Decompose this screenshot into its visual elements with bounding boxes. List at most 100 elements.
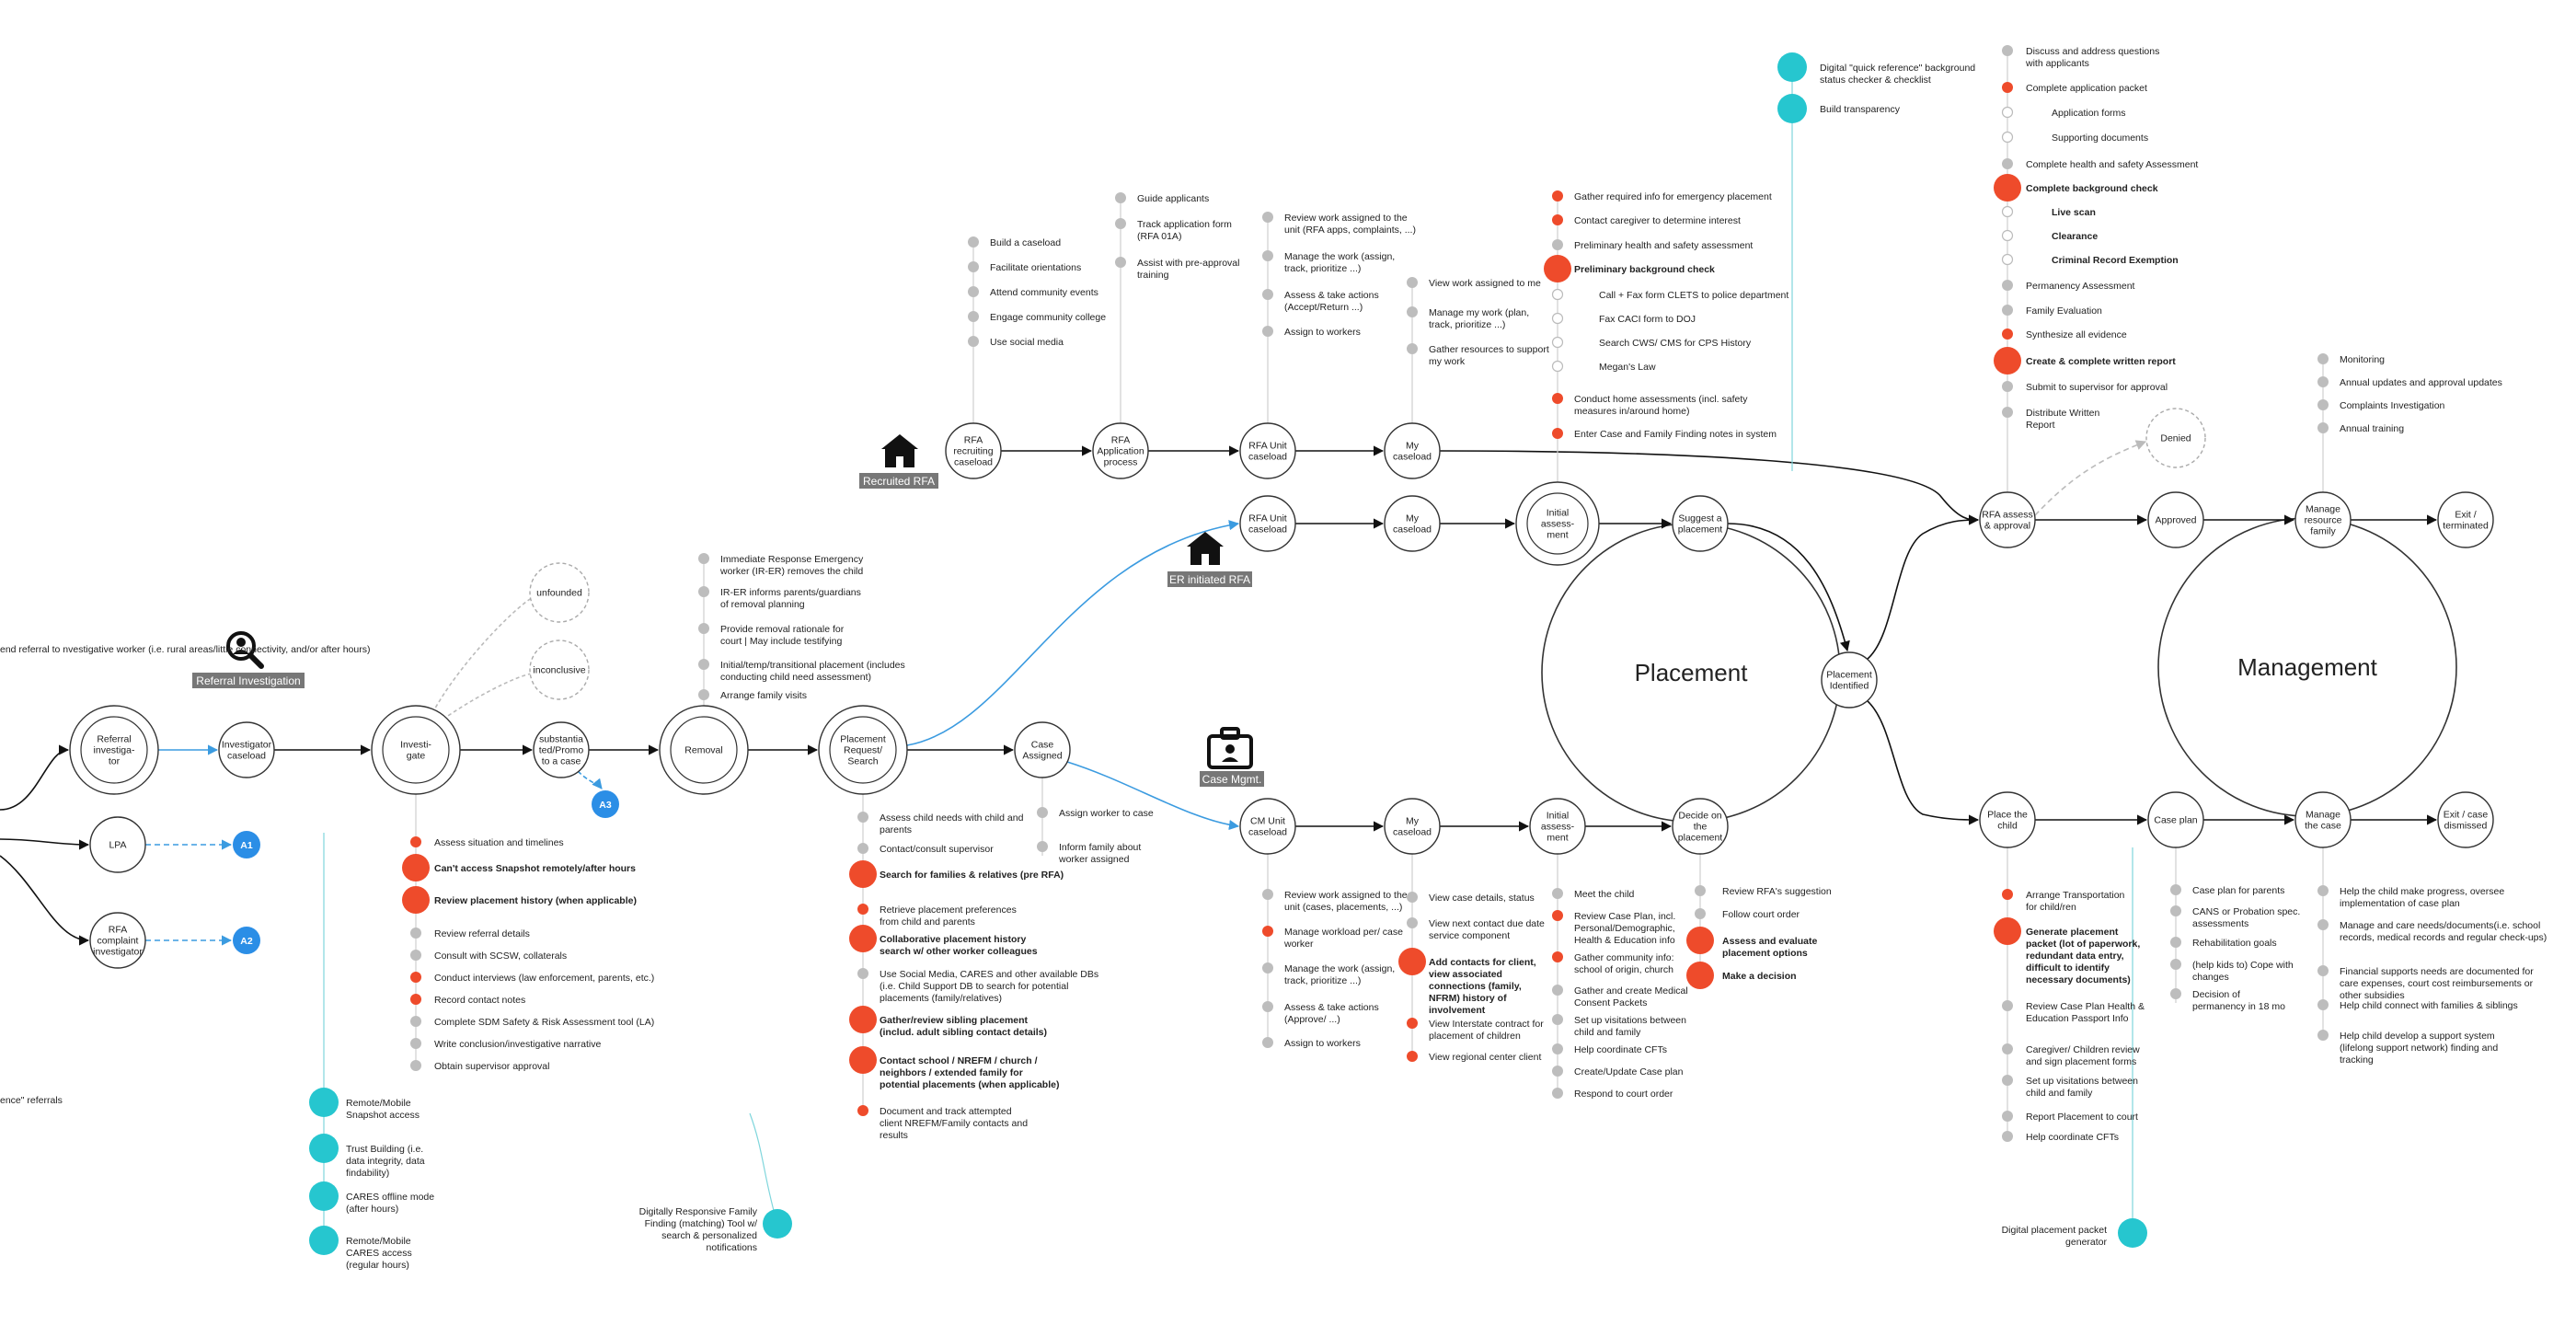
note-item: Meet the child bbox=[1574, 889, 1635, 900]
note-item: Megan's Law bbox=[1599, 362, 1656, 373]
note-item: Gather required info for emergency place… bbox=[1574, 191, 1772, 202]
node-rfa-assess[interactable]: RFA assess& approval bbox=[1979, 491, 2036, 548]
house-icon bbox=[1187, 532, 1224, 565]
note-item: Write conclusion/investigative narrative bbox=[434, 1039, 601, 1050]
red-dot-icon bbox=[1552, 951, 1563, 962]
node-label: Investi-gate bbox=[400, 740, 431, 762]
grey-dot-icon bbox=[1115, 218, 1126, 229]
grey-dot-icon bbox=[2002, 158, 2013, 169]
grey-dot-icon bbox=[1552, 1043, 1563, 1054]
grey-dot-icon bbox=[2170, 959, 2181, 970]
note-item: Assess & take actions(Accept/Return ...) bbox=[1284, 290, 1379, 313]
grey-dot-icon bbox=[2002, 381, 2013, 392]
grey-dot-icon bbox=[1115, 192, 1126, 203]
node-investigate[interactable]: Investi-gate bbox=[371, 705, 461, 795]
node-label: A3 bbox=[599, 800, 612, 811]
node-denied[interactable]: Denied bbox=[2145, 408, 2206, 468]
grey-dot-icon bbox=[1552, 1088, 1563, 1099]
grey-dot-icon bbox=[2317, 353, 2329, 364]
grey-dot-icon bbox=[2002, 1075, 2013, 1086]
grey-dot-icon bbox=[968, 236, 979, 248]
grey-dot-icon bbox=[2002, 1043, 2013, 1054]
note-item: Build a caseload bbox=[990, 237, 1061, 248]
grey-dot-icon bbox=[2002, 305, 2013, 316]
note-item: Manage my work (plan,track, prioritize .… bbox=[1429, 307, 1529, 330]
grey-dot-icon bbox=[1407, 306, 1418, 317]
node-lpa[interactable]: LPA bbox=[89, 816, 146, 873]
grey-dot-icon bbox=[1407, 892, 1418, 903]
node-a1[interactable]: A1 bbox=[233, 831, 260, 858]
node-inconclusive[interactable]: inconclusive bbox=[529, 639, 590, 700]
note-item: Search CWS/ CMS for CPS History bbox=[1599, 338, 1752, 349]
red-dot-icon bbox=[1552, 393, 1563, 404]
management-title: Management bbox=[2237, 653, 2378, 681]
red-dot-icon bbox=[849, 925, 877, 952]
node-exit-terminated[interactable]: Exit /terminated bbox=[2437, 491, 2494, 548]
grey-dot-icon bbox=[2317, 965, 2329, 976]
node-removal[interactable]: Removal bbox=[659, 705, 749, 795]
node-unfounded[interactable]: unfounded bbox=[529, 562, 590, 623]
note-item: Assign worker to case bbox=[1059, 808, 1154, 819]
note-item: Rehabilitation goals bbox=[2192, 938, 2277, 949]
note-item: Follow court order bbox=[1722, 909, 1800, 920]
grey-dot-icon bbox=[2317, 885, 2329, 896]
note-item: Guide applicants bbox=[1137, 193, 1209, 204]
red-dot-icon bbox=[1407, 1018, 1418, 1029]
red-dot-icon bbox=[2002, 889, 2013, 900]
note-item: Annual training bbox=[2340, 423, 2404, 434]
note-item: Complete health and safety Assessment bbox=[2026, 159, 2198, 170]
er-initiated-rfa-tag-bg bbox=[1167, 571, 1252, 587]
case-mgmt-tag: Case Mgmt. bbox=[1202, 773, 1262, 786]
edge-arrow bbox=[1066, 761, 1240, 831]
node-label: RFA assess& approval bbox=[1982, 510, 2032, 532]
case-mgmt-tag-bg bbox=[1200, 771, 1264, 787]
note-item: Contact/consult supervisor bbox=[880, 844, 994, 855]
note-item: Enter Case and Family Finding notes in s… bbox=[1574, 429, 1777, 440]
grey-dot-icon bbox=[410, 1016, 421, 1027]
grey-dot-icon bbox=[1552, 888, 1563, 899]
note-item: Review Case Plan, incl.Personal/Demograp… bbox=[1574, 911, 1675, 946]
node-a3[interactable]: A3 bbox=[592, 790, 619, 818]
node-approved[interactable]: Approved bbox=[2147, 491, 2204, 548]
empty-dot-icon bbox=[1551, 288, 1564, 301]
node-a2[interactable]: A2 bbox=[233, 927, 260, 954]
note-item: Review placement history (when applicabl… bbox=[434, 895, 637, 906]
note-item: Assign to workers bbox=[1284, 327, 1361, 338]
note-item: Search for families & relatives (pre RFA… bbox=[880, 870, 1064, 881]
note-item: Manage and care needs/documents(i.e. sch… bbox=[2340, 920, 2547, 943]
node-case-plan[interactable]: Case plan bbox=[2147, 791, 2204, 848]
grey-dot-icon bbox=[1695, 885, 1706, 896]
